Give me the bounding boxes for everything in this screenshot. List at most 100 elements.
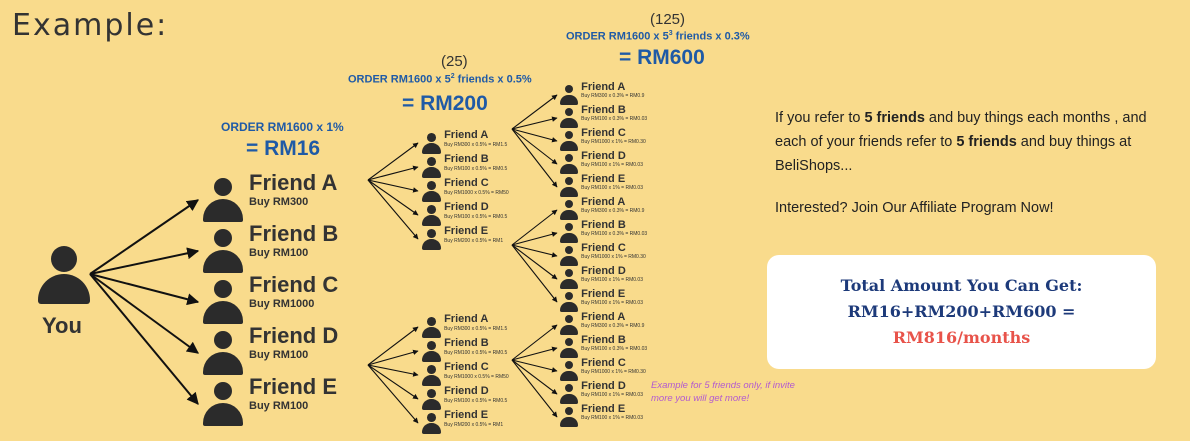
friend-name: Friend E [581,173,626,186]
arrow [511,116,558,130]
arrow [511,128,558,165]
friend-name: Friend A [581,311,626,324]
friend-purchase: Buy RM100 x 0.3% = RM0.03 [581,346,648,353]
friend-name: Friend C [581,127,626,140]
person-icon [422,413,442,435]
you-person-icon [38,246,90,304]
total-heading: Total Amount You Can Get: [840,276,1083,295]
arrow [511,324,558,361]
level2-formula: ORDER RM1600 x 52 friends x 0.5% [348,73,532,86]
arrow [367,364,419,400]
arrow [367,165,419,181]
friend-name: Friend B [581,104,626,117]
arrow [511,94,558,130]
person-icon [560,407,579,428]
friend-purchase: Buy RM100 x 0.5% = RM0.5 [444,165,508,172]
person-icon [560,85,579,106]
arrow [511,231,558,246]
arrow [89,273,200,306]
person-icon [422,341,442,363]
person-icon [560,131,579,152]
friend-name: Friend E [249,374,338,399]
arrow [367,326,419,366]
friend-purchase: Buy RM300 [249,196,309,208]
person-icon [560,292,579,313]
person-icon [560,246,579,267]
friend-name: Friend A [444,129,489,142]
person-icon [422,317,442,339]
friend-purchase: Buy RM100 x 1% = RM0.03 [581,300,643,307]
person-icon [422,389,442,411]
friend-purchase: Buy RM1000 x 1% = RM0.30 [581,139,646,146]
friend-purchase: Buy RM100 x 1% = RM0.03 [581,277,643,284]
friend-purchase: Buy RM100 x 0.5% = RM0.5 [444,349,508,356]
friend-purchase: Buy RM100 x 1% = RM0.03 [581,415,643,422]
level1-result: = RM16 [246,137,321,160]
friend-purchase: Buy RM100 x 0.3% = RM0.03 [581,116,648,123]
person-icon [560,269,579,290]
total-amount-card: Total Amount You Can Get: RM16+RM200+RM6… [767,255,1156,369]
person-icon [422,205,442,227]
info-text: If you refer to 5 friends and buy things… [775,110,1147,174]
arrow [511,244,558,258]
person-icon [560,315,579,336]
friend-purchase: Buy RM100 [249,400,309,412]
level3-formula: ORDER RM1600 x 53 friends x 0.3% [566,30,750,43]
person-icon [203,382,243,426]
friend-name: Friend E [581,288,626,301]
friend-name: Friend A [249,170,338,195]
person-icon [203,178,243,222]
arrow [89,199,199,275]
person-icon [422,365,442,387]
level3-result: = RM600 [619,46,705,69]
friend-purchase: Buy RM300 x 0.5% = RM1.5 [444,325,508,332]
arrow [367,364,419,424]
arrow [367,179,419,240]
friend-name: Friend E [444,225,489,238]
arrow [367,142,419,181]
person-icon [422,133,442,155]
level2-result: = RM200 [402,92,488,115]
you-label: You [42,313,82,338]
page-title: Example: [12,8,169,43]
friend-purchase: Buy RM100 x 1% = RM0.03 [581,392,643,399]
arrow [89,273,199,354]
friend-name: Friend C [249,272,339,297]
person-icon [560,361,579,382]
friend-name: Friend B [444,153,489,166]
friend-purchase: Buy RM100 [249,247,309,259]
friend-purchase: Buy RM100 x 0.3% = RM0.03 [581,231,648,238]
arrow [511,209,558,246]
friend-name: Friend D [444,201,489,214]
friend-name: Friend A [581,196,626,209]
friend-name: Friend D [581,380,626,393]
arrow [367,364,419,377]
friend-purchase: Buy RM1000 [249,298,315,310]
person-icon [560,384,579,405]
arrow [511,346,558,361]
person-icon [560,177,579,198]
arrow [511,359,558,395]
friend-purchase: Buy RM100 x 1% = RM0.03 [581,185,643,192]
example-note: Example for 5 friends only, if invite mo… [651,380,795,404]
friend-purchase: Buy RM200 x 0.5% = RM1 [444,237,504,244]
arrow [367,349,419,366]
friend-name: Friend E [581,403,626,416]
arrow [511,128,558,188]
person-icon [203,331,243,375]
person-icon [560,338,579,359]
friend-purchase: Buy RM100 x 1% = RM0.03 [581,162,643,169]
level3-count: (125) [650,11,686,28]
person-icon [560,200,579,221]
arrow [511,359,558,418]
friend-purchase: Buy RM300 x 0.3% = RM0.9 [581,323,645,330]
friend-purchase: Buy RM1000 x 1% = RM0.30 [581,369,646,376]
friend-purchase: Buy RM200 x 0.5% = RM1 [444,421,504,428]
friend-name: Friend D [249,323,339,348]
friend-purchase: Buy RM1000 x 1% = RM0.30 [581,254,646,261]
arrow [367,179,419,216]
friend-purchase: Buy RM100 [249,349,309,361]
friend-name: Friend C [581,242,626,255]
friend-name: Friend C [581,357,626,370]
